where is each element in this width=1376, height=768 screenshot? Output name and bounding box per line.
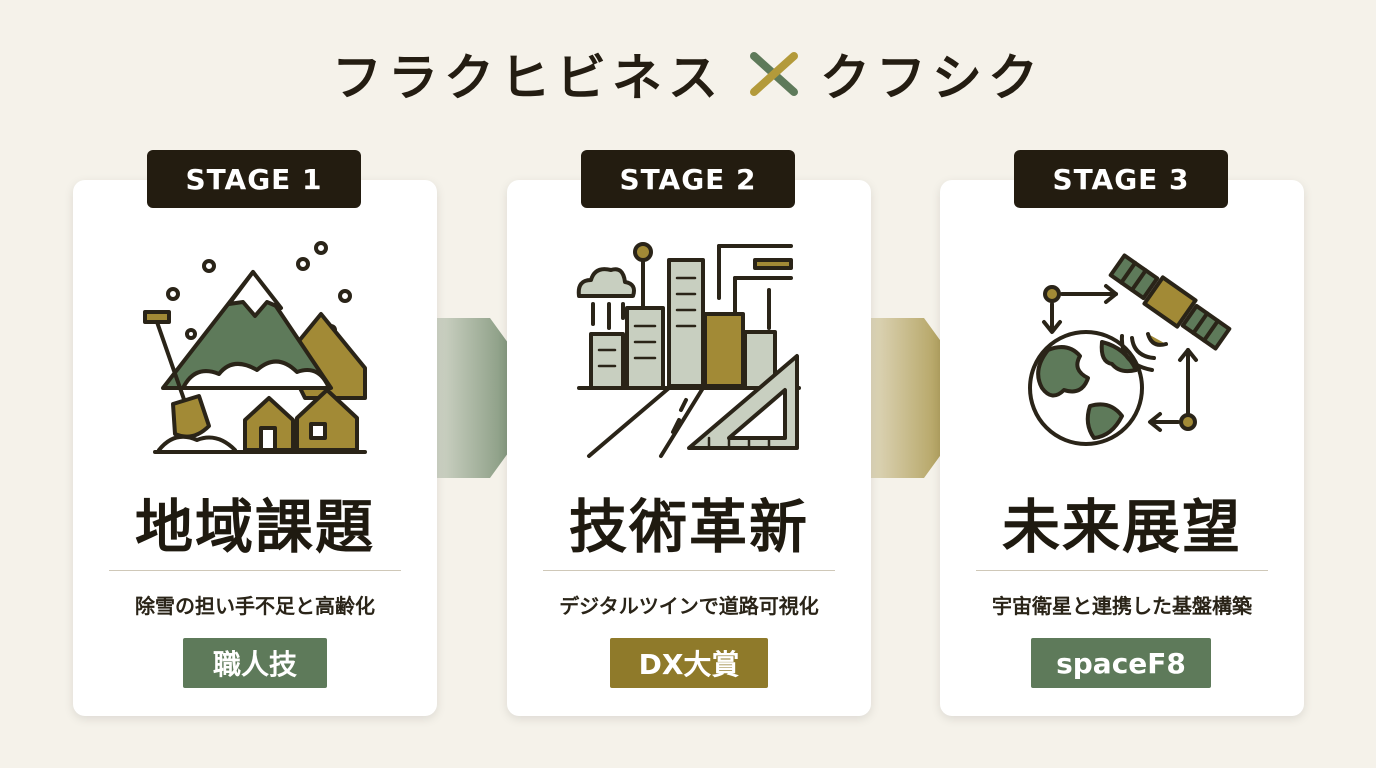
- snowy-mountain-shovel-houses-icon: [143, 241, 367, 454]
- divider: [109, 570, 401, 571]
- stage-description: 除雪の担い手不足と高齢化: [135, 594, 375, 618]
- stage-heading: 技術革新: [568, 493, 809, 561]
- cross-icon: [750, 52, 798, 96]
- stage-card-2: 技術革新 デジタルツインで道路可視化 DX大賞: [507, 180, 871, 716]
- stage-tag: 職人技: [183, 638, 327, 688]
- globe-satellite-icon: [1028, 253, 1232, 446]
- title-left: フラクヒビネス: [332, 49, 724, 107]
- stage-tag: spaceF8: [1031, 638, 1211, 688]
- title-right: クフシク: [820, 49, 1044, 107]
- stage-badge: STAGE 1: [147, 150, 361, 208]
- stage-tag: DX大賞: [610, 638, 768, 688]
- divider: [543, 570, 835, 571]
- stage-description: 宇宙衛星と連携した基盤構築: [992, 594, 1252, 618]
- stage-heading: 地域課題: [134, 493, 375, 561]
- stage-card-1: 地域課題 除雪の担い手不足と高齢化 職人技: [73, 180, 437, 716]
- stage-badge: STAGE 3: [1014, 150, 1228, 208]
- page-title: フラクヒビネス クフシク: [0, 38, 1376, 110]
- stage-heading: 未来展望: [1001, 493, 1242, 561]
- stage-badge: STAGE 2: [581, 150, 795, 208]
- divider: [976, 570, 1268, 571]
- stage-card-3: 未来展望 宇宙衛星と連携した基盤構築 spaceF8: [940, 180, 1304, 716]
- stage-description: デジタルツインで道路可視化: [559, 594, 819, 618]
- city-road-ruler-icon: [576, 242, 801, 458]
